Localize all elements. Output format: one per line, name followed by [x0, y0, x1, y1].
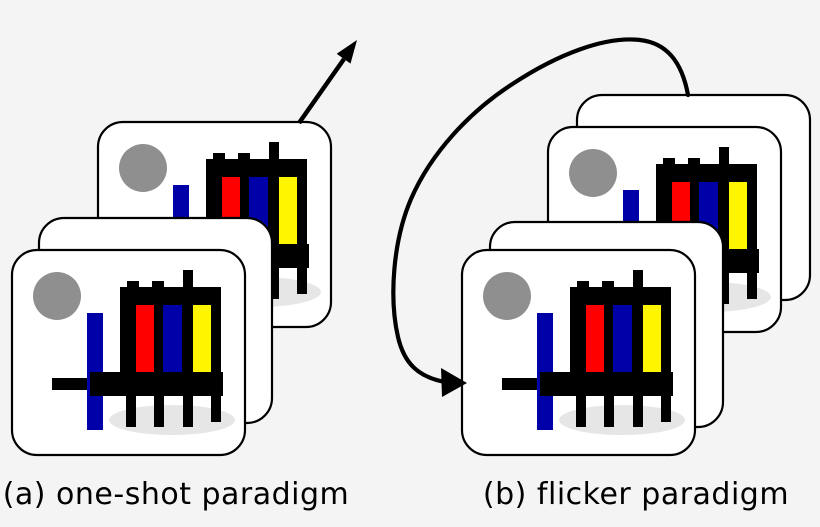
one-shot-panel	[10, 40, 357, 457]
up-right-arrow-icon	[297, 40, 357, 125]
counterclockwise-loop-arrow-icon	[391, 37, 691, 397]
caption-flicker-paradigm: (b) flicker paradigm	[482, 477, 790, 512]
flicker-panel	[391, 37, 812, 457]
caption-one-shot-paradigm: (a) one-shot paradigm	[2, 477, 350, 512]
